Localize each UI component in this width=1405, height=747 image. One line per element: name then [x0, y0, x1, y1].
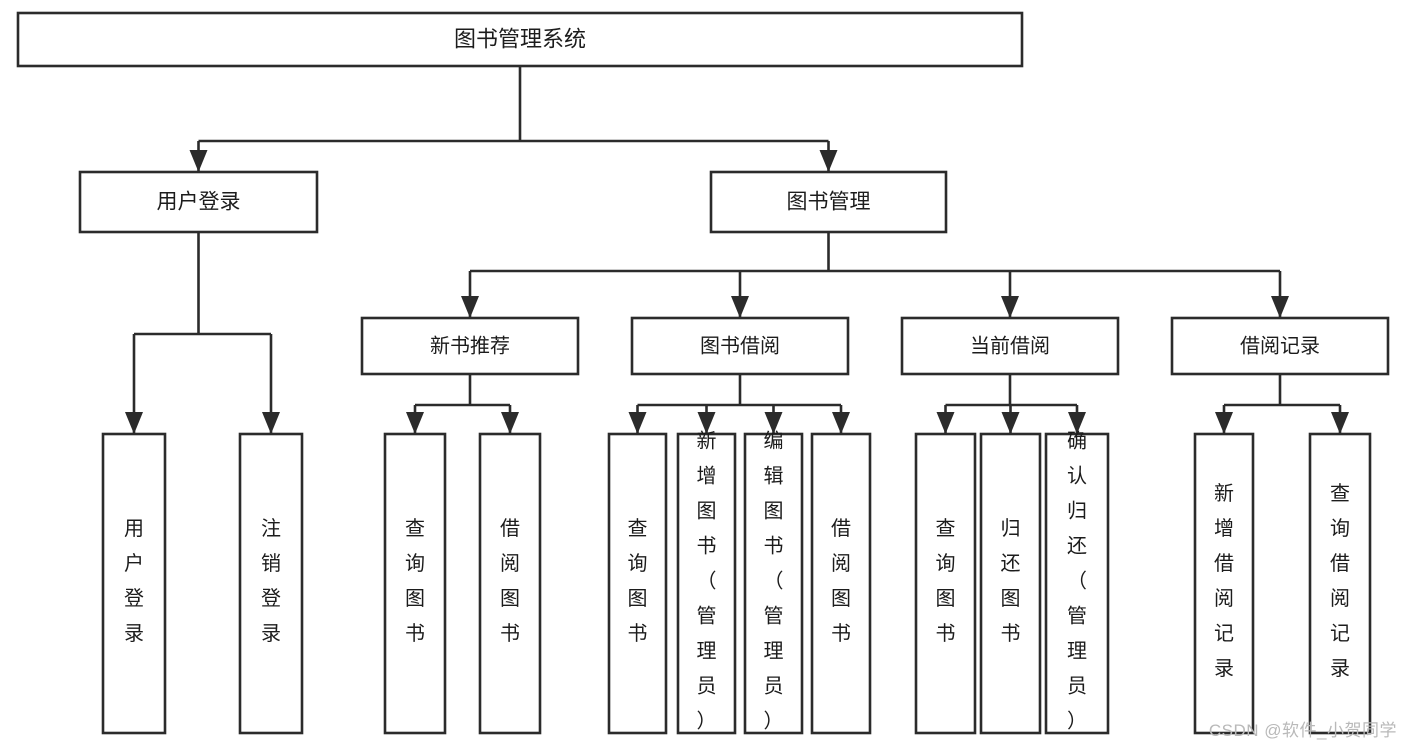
node-leaf-query-book-recommend[interactable]: 查询图书	[383, 432, 447, 735]
node-label-leaf-query-borrow-record: 查询借阅记录	[1330, 482, 1350, 680]
node-label-borrow-record: 借阅记录	[1240, 334, 1320, 357]
node-box-leaf-query-book-borrow	[607, 432, 668, 735]
arrow-head-icon-leaf-return-book	[1001, 412, 1020, 434]
arrow-head-icon-leaf-query-book-current	[936, 412, 955, 434]
node-box-root	[16, 11, 1024, 68]
node-leaf-confirm-return-admin[interactable]: 确认归还（管理员）	[1044, 430, 1110, 735]
node-leaf-user-logout[interactable]: 注销登录	[238, 432, 304, 735]
node-box-current-borrow	[900, 316, 1120, 376]
node-leaf-add-book-admin[interactable]: 新增图书（管理员）	[676, 430, 737, 735]
node-box-leaf-query-borrow-record	[1308, 432, 1372, 735]
arrow-head-icon-leaf-query-borrow-record	[1331, 412, 1349, 434]
arrow-head-icon-leaf-user-logout	[262, 412, 280, 434]
node-label-leaf-add-borrow-record: 新增借阅记录	[1214, 482, 1234, 680]
node-label-leaf-query-book-current: 查询图书	[936, 517, 956, 645]
node-label-leaf-borrow-book-recommend: 借阅图书	[500, 517, 520, 645]
node-box-leaf-add-book-admin	[676, 432, 737, 735]
node-box-book-management	[709, 170, 948, 234]
node-leaf-edit-book-admin[interactable]: 编辑图书（管理员）	[743, 430, 804, 735]
arrow-head-icon-new-book-recommend	[461, 296, 479, 318]
node-label-leaf-query-book-recommend: 查询图书	[405, 517, 425, 645]
node-leaf-query-book-borrow[interactable]: 查询图书	[607, 432, 668, 735]
node-leaf-borrow-book[interactable]: 借阅图书	[810, 432, 872, 735]
node-borrow-record[interactable]: 借阅记录	[1170, 316, 1390, 376]
node-new-book-recommend[interactable]: 新书推荐	[360, 316, 580, 376]
node-box-new-book-recommend	[360, 316, 580, 376]
arrow-head-icon-leaf-add-book-admin	[697, 412, 716, 434]
node-box-leaf-user-login	[101, 432, 167, 735]
node-leaf-borrow-book-recommend[interactable]: 借阅图书	[478, 432, 542, 735]
arrow-head-icon-leaf-query-book-recommend	[406, 412, 424, 434]
node-box-leaf-user-logout	[238, 432, 304, 735]
node-label-book-management: 图书管理	[787, 191, 871, 214]
arrow-head-icon-leaf-edit-book-admin	[764, 412, 783, 434]
arrow-head-icon-leaf-borrow-book-recommend	[501, 412, 519, 434]
node-book-borrow[interactable]: 图书借阅	[630, 316, 850, 376]
node-label-leaf-edit-book-admin: 编辑图书（管理员）	[764, 430, 784, 733]
arrow-head-icon-leaf-add-borrow-record	[1215, 412, 1233, 434]
node-layer: 图书管理系统用户登录图书管理新书推荐图书借阅当前借阅借阅记录用户登录注销登录查询…	[16, 11, 1390, 735]
node-box-leaf-add-borrow-record	[1193, 432, 1255, 735]
node-box-leaf-borrow-book-recommend	[478, 432, 542, 735]
node-box-borrow-record	[1170, 316, 1390, 376]
arrow-head-icon-user-login	[189, 150, 208, 172]
node-label-leaf-query-book-borrow: 查询图书	[628, 517, 648, 645]
arrow-head-icon-leaf-query-book-borrow	[628, 412, 647, 434]
node-box-leaf-query-book-current	[914, 432, 977, 735]
node-label-leaf-user-logout: 注销登录	[261, 517, 281, 645]
node-box-leaf-borrow-book	[810, 432, 872, 735]
arrow-head-icon-leaf-borrow-book	[832, 412, 850, 434]
arrow-head-icon-current-borrow	[1001, 296, 1019, 318]
node-label-user-login: 用户登录	[157, 191, 241, 214]
node-box-leaf-confirm-return-admin	[1044, 432, 1110, 735]
node-box-user-login	[78, 170, 319, 234]
node-box-leaf-query-book-recommend	[383, 432, 447, 735]
node-leaf-query-book-current[interactable]: 查询图书	[914, 432, 977, 735]
node-book-management[interactable]: 图书管理	[709, 170, 948, 234]
node-leaf-add-borrow-record[interactable]: 新增借阅记录	[1193, 432, 1255, 735]
node-label-leaf-confirm-return-admin: 确认归还（管理员）	[1067, 430, 1087, 733]
node-label-leaf-return-book: 归还图书	[1001, 517, 1021, 645]
node-label-new-book-recommend: 新书推荐	[430, 334, 510, 357]
node-box-book-borrow	[630, 316, 850, 376]
node-label-leaf-user-login: 用户登录	[124, 518, 144, 645]
node-leaf-user-login[interactable]: 用户登录	[101, 432, 167, 735]
node-leaf-return-book[interactable]: 归还图书	[979, 432, 1042, 735]
node-box-leaf-edit-book-admin	[743, 432, 804, 735]
arrow-head-icon-leaf-confirm-return-admin	[1068, 412, 1086, 434]
node-label-root: 图书管理系统	[454, 26, 586, 51]
arrow-head-icon-book-borrow	[731, 296, 749, 318]
node-current-borrow[interactable]: 当前借阅	[900, 316, 1120, 376]
node-label-book-borrow: 图书借阅	[700, 334, 780, 357]
node-label-leaf-borrow-book: 借阅图书	[831, 517, 851, 645]
node-user-login[interactable]: 用户登录	[78, 170, 319, 234]
arrow-head-icon-borrow-record	[1271, 296, 1289, 318]
node-label-current-borrow: 当前借阅	[970, 334, 1050, 357]
node-label-leaf-add-book-admin: 新增图书（管理员）	[697, 430, 717, 733]
connector-layer	[125, 66, 1349, 434]
node-root[interactable]: 图书管理系统	[16, 11, 1024, 68]
node-box-leaf-return-book	[979, 432, 1042, 735]
arrow-head-icon-book-management	[819, 150, 838, 172]
arrow-head-icon-leaf-user-login	[125, 412, 143, 434]
node-leaf-query-borrow-record[interactable]: 查询借阅记录	[1308, 432, 1372, 735]
